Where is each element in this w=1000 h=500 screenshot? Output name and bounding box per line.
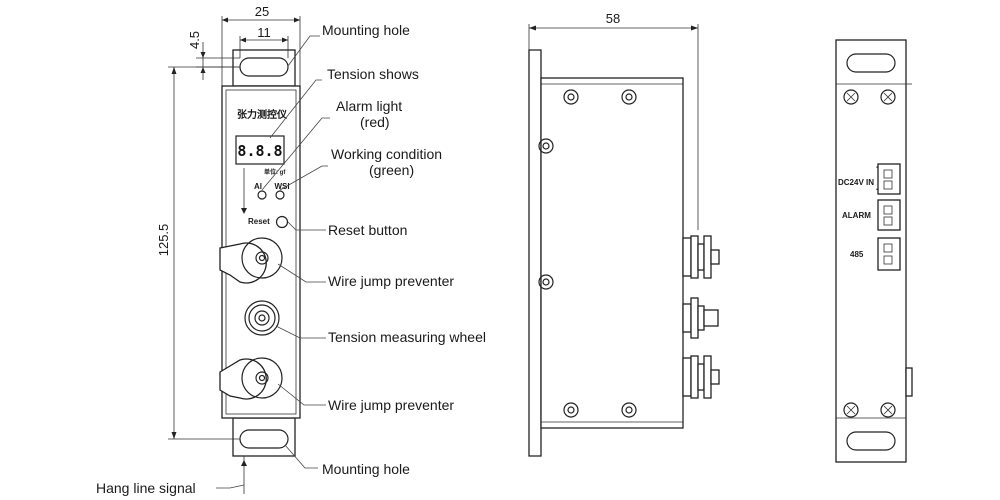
callout-wire-jump-preventer-bottom: Wire jump preventer (328, 397, 454, 413)
callout-reset-button: Reset button (328, 222, 407, 238)
callout-tension-shows: Tension shows (327, 66, 419, 82)
side-pulley-bottom (682, 355, 720, 399)
callout-working-condition: Working condition (331, 146, 442, 162)
display-value: 8.8.8 (237, 142, 282, 160)
led-al-label: Al (254, 182, 262, 191)
dim-width-hole: 11 (257, 25, 271, 40)
dc-in-label: DC24V IN (838, 178, 874, 187)
callout-alarm-light-color: (red) (360, 114, 390, 130)
working-led (275, 190, 285, 200)
display-window (235, 135, 285, 165)
dim-depth: 58 (606, 11, 620, 26)
dim-hole-offset: 4.5 (187, 31, 202, 49)
bottom-mounting-tab (232, 417, 296, 457)
callout-mounting-hole-bottom: Mounting hole (322, 461, 410, 477)
front-dimensions: 25 11 4.5 125.5 (156, 4, 301, 440)
alarm-connector-label: ALARM (842, 211, 871, 220)
reset-label: Reset (248, 217, 270, 226)
callout-wire-jump-preventer-top: Wire jump preventer (328, 273, 454, 289)
callout-working-condition-color: (green) (369, 162, 414, 178)
top-mounting-tab (232, 49, 296, 87)
back-view: + - DC24V IN ALARM 485 (835, 39, 913, 463)
callout-leaders (216, 35, 330, 489)
side-view: 58 (528, 11, 720, 457)
wire-jump-preventer-bottom (219, 357, 283, 400)
tension-measuring-wheel (244, 300, 280, 336)
panel-title: 张力测控仪 (237, 108, 288, 121)
callout-mounting-hole-top: Mounting hole (322, 22, 410, 38)
alarm-connector (877, 199, 901, 231)
dc-connector (877, 163, 901, 195)
side-body (540, 77, 684, 429)
rs485-connector (877, 237, 901, 271)
side-pulley-top (682, 235, 720, 279)
wire-jump-preventer-top (219, 237, 283, 284)
thread-arrow-icon (241, 208, 247, 214)
callout-hang-line-signal: Hang line signal (96, 480, 196, 496)
rs485-connector-label: 485 (850, 250, 864, 259)
side-pulley-middle (682, 297, 719, 339)
callout-alarm-light: Alarm light (336, 98, 402, 114)
front-view: 张力测控仪 8.8.8 单位: gf Al WSI Reset (219, 49, 301, 494)
dim-width-outer: 25 (255, 4, 269, 19)
back-top-slot (846, 53, 896, 73)
alarm-led (257, 190, 267, 200)
reset-button[interactable] (275, 215, 289, 229)
hang-line-arrow-icon (241, 460, 247, 466)
dim-height: 125.5 (156, 224, 171, 257)
side-screws (538, 89, 637, 418)
back-screws (843, 89, 896, 418)
back-bottom-slot (846, 431, 896, 451)
side-flange (528, 49, 542, 457)
unit-text: 单位: gf (264, 168, 286, 176)
led-wsi-label: WSI (274, 182, 289, 191)
callout-tension-measuring-wheel: Tension measuring wheel (328, 329, 486, 345)
